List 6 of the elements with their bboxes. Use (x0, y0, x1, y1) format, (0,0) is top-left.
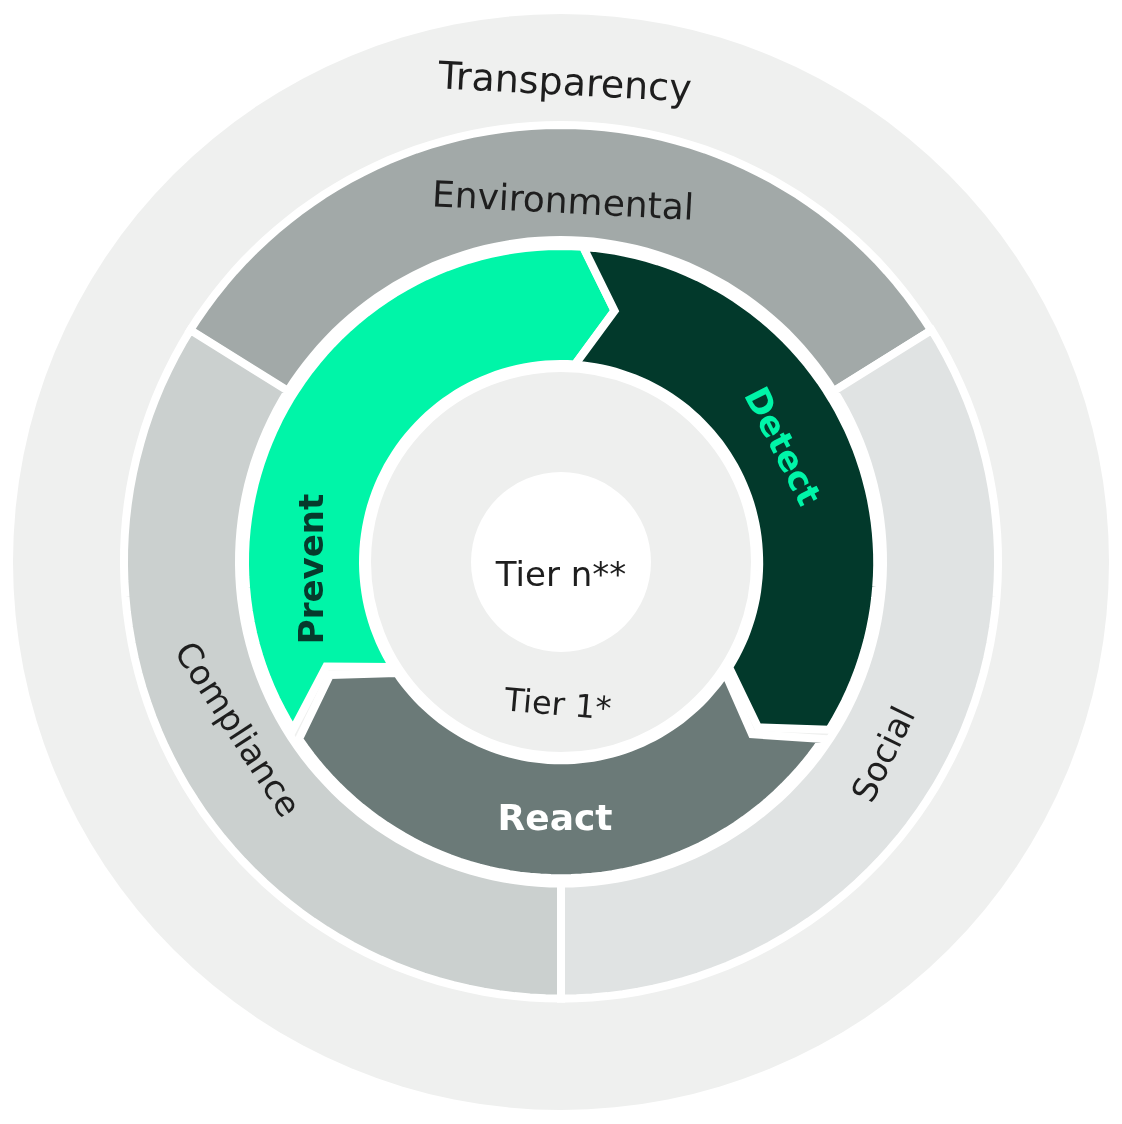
ring-label: Transparency (437, 56, 693, 108)
ring-label: Tier 1* (503, 683, 613, 725)
ring-label: Tier n** (495, 557, 627, 591)
ring-label: Environmental (431, 176, 695, 226)
step-label: Prevent (294, 493, 328, 645)
step-label: React (497, 800, 613, 836)
